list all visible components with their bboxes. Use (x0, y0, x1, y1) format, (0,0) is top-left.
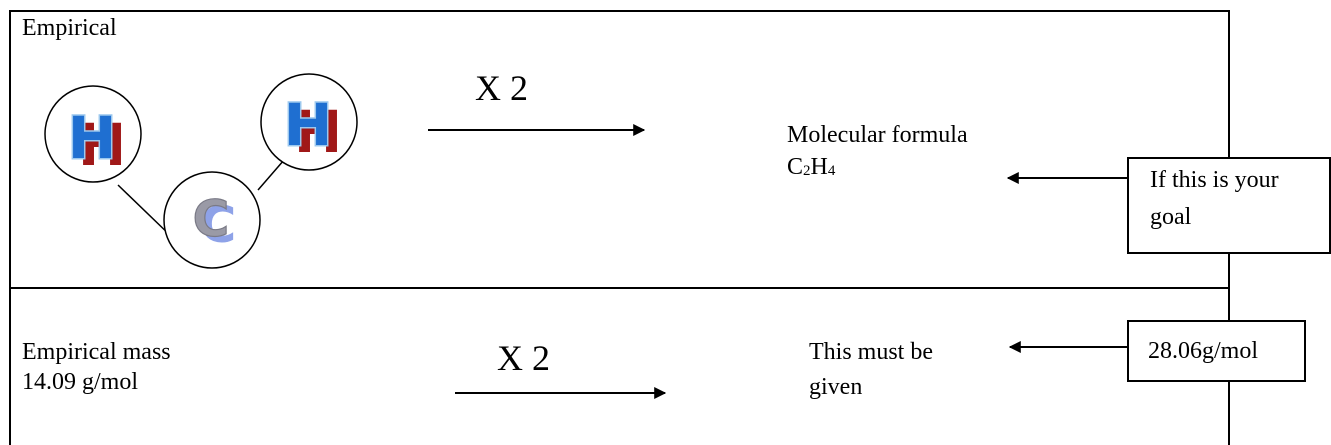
svg-text:H: H (68, 104, 117, 172)
goal-box: If this is your goal (1127, 157, 1331, 254)
carbon-atom-icon: C C (192, 189, 237, 254)
svg-text:H: H (284, 91, 333, 159)
hydrogen-atom-left-icon: H H (66, 103, 127, 180)
empirical-mass-panel (9, 287, 1230, 445)
molar-mass-box: 28.06g/mol (1127, 320, 1306, 382)
molecular-formula-label: Molecular formula (787, 122, 968, 148)
svg-text:C: C (193, 190, 230, 248)
formula-element-h: H (810, 154, 828, 180)
svg-text:H: H (78, 111, 127, 179)
goal-line-1: If this is your (1150, 167, 1279, 193)
top-multiplier-label: X 2 (475, 68, 528, 108)
svg-text:H: H (294, 98, 343, 166)
bottom-multiplier-label: X 2 (497, 338, 550, 378)
goal-line-2: goal (1150, 204, 1192, 230)
formula-subscript-h: 4 (827, 163, 836, 179)
atom-circle-left (44, 85, 142, 183)
molar-mass-value: 28.06g/mol (1148, 338, 1259, 364)
molecular-formula: C2H4 (787, 152, 835, 186)
atom-circle-right (260, 73, 358, 171)
empirical-title: Empirical (22, 15, 117, 41)
must-be-given-line-1: This must be (809, 339, 933, 365)
hydrogen-atom-right-icon: H H (282, 90, 343, 167)
atom-circle-center (163, 171, 261, 269)
svg-text:C: C (200, 196, 237, 254)
empirical-mass-label: Empirical mass (22, 339, 171, 365)
bond-right (257, 159, 285, 191)
formula-element-c: C (787, 154, 804, 180)
must-be-given-line-2: given (809, 374, 863, 400)
formula-subscript-c: 2 (803, 163, 811, 179)
empirical-mass-value: 14.09 g/mol (22, 369, 139, 395)
